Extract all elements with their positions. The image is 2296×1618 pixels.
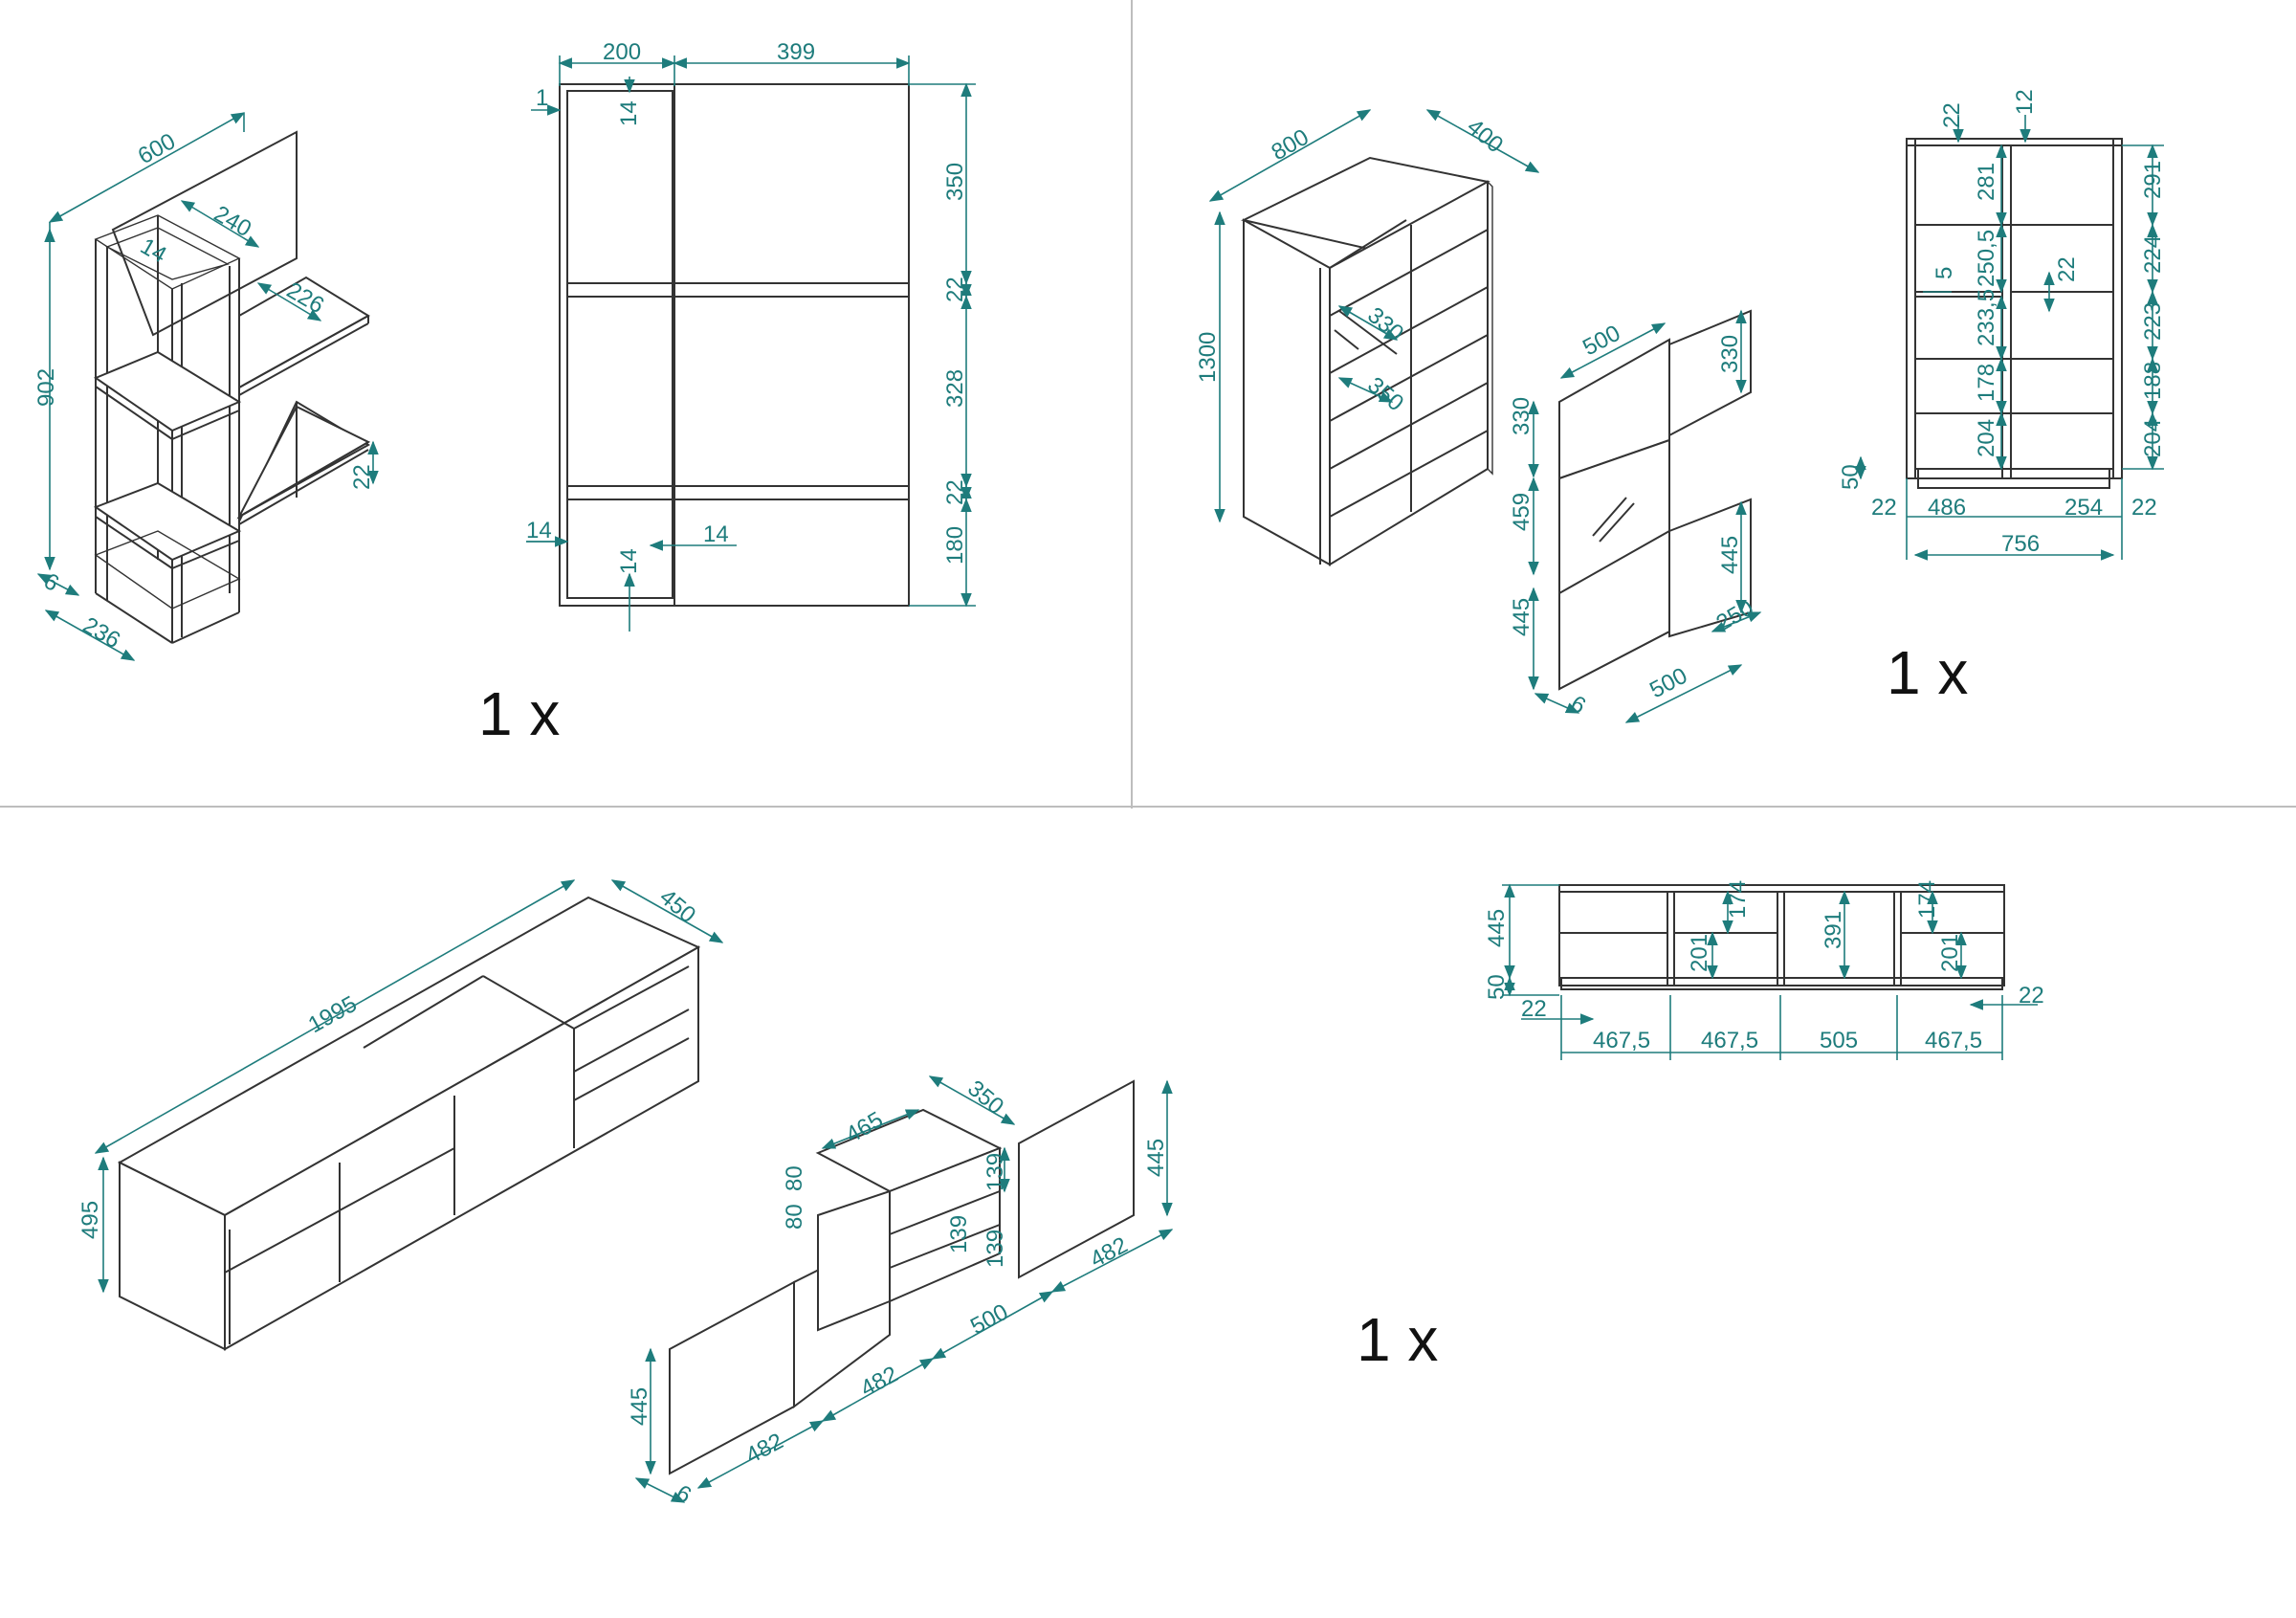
dim-front-h3: 139 bbox=[982, 1230, 1008, 1268]
tv-bench-iso-drawing bbox=[117, 896, 701, 1351]
tv-bench-iso-dimensions: 1995 450 495 bbox=[77, 879, 724, 1294]
dim-bench-side-right: 22 bbox=[2019, 983, 2044, 1008]
dim-front-h2: 139 bbox=[946, 1215, 972, 1253]
dim-door-width-top: 500 bbox=[1578, 321, 1624, 362]
dim-front-rail-2: 22 bbox=[942, 479, 968, 505]
dim-cab-left-row-3: 233,5 bbox=[1974, 289, 1999, 346]
dim-cab-left-row-2: 250,5 bbox=[1974, 230, 1999, 287]
dim-bench-side-left: 22 bbox=[1521, 996, 1547, 1022]
dim-front-edge: 1 bbox=[536, 85, 548, 111]
dim-bench-comp-4: 174 bbox=[1914, 880, 1940, 919]
dim-bench-bay-1: 467,5 bbox=[1593, 1028, 1650, 1053]
dim-front-top-frame: 14 bbox=[616, 100, 642, 126]
dim-cab-side-right: 22 bbox=[2131, 495, 2157, 521]
dim-drawer-h1: 80 bbox=[782, 1165, 807, 1191]
dim-cab-left-row-4: 178 bbox=[1974, 364, 1999, 402]
dim-front-rail-1: 22 bbox=[942, 277, 968, 302]
dim-front-post-right: 14 bbox=[703, 521, 729, 547]
dim-bench-comp-2: 201 bbox=[1687, 934, 1712, 972]
dim-shelf-thickness: 22 bbox=[349, 464, 375, 490]
dim-bench-height: 495 bbox=[77, 1201, 103, 1239]
dim-cab-right-row-1: 291 bbox=[2140, 161, 2166, 199]
dim-bench-comp-5: 201 bbox=[1937, 934, 1963, 972]
dim-door-top-height-open: 330 bbox=[1717, 335, 1743, 373]
dim-cab-right-row-2: 224 bbox=[2140, 235, 2166, 274]
dim-front-col-right: 399 bbox=[777, 39, 815, 65]
dim-door-low-height: 445 bbox=[1509, 598, 1534, 636]
dim-door-height-left: 445 bbox=[627, 1387, 652, 1426]
dim-shelf-foot: 6 bbox=[39, 568, 63, 597]
shelf-unit-front-dimensions: 200 399 1 14 350 22 328 22 180 14 14 14 bbox=[526, 39, 976, 632]
dim-bench-bay-2: 467,5 bbox=[1701, 1028, 1758, 1053]
dim-bench-bay-3: 505 bbox=[1820, 1028, 1858, 1053]
dim-cab-side-left: 22 bbox=[1871, 495, 1897, 521]
dim-cab-bay-right: 254 bbox=[2064, 495, 2103, 521]
dim-bench-comp-1: 174 bbox=[1725, 880, 1751, 919]
dim-front-post-left: 14 bbox=[526, 518, 552, 543]
dim-shelf-base-depth: 236 bbox=[78, 612, 124, 654]
dim-bench-depth: 450 bbox=[654, 884, 700, 928]
dim-shelf-width: 600 bbox=[134, 128, 180, 169]
dim-front-row-top: 350 bbox=[942, 163, 968, 201]
quantity-label-shelf: 1 x bbox=[478, 679, 560, 748]
dim-cab-front-top-right: 12 bbox=[2012, 89, 2038, 115]
quantity-label-tv-bench: 1 x bbox=[1357, 1305, 1438, 1374]
dim-door-foot: 6 bbox=[1566, 691, 1590, 720]
cabinet-iso-drawing bbox=[1241, 156, 1493, 566]
dim-cab-right-row-4: 188 bbox=[2140, 362, 2166, 400]
dim-door-width-bottom: 500 bbox=[1645, 663, 1691, 704]
dim-bench-front-height: 445 bbox=[1484, 909, 1510, 947]
dim-drawer-depth: 350 bbox=[962, 1075, 1008, 1119]
dim-front-row-mid: 328 bbox=[942, 369, 968, 408]
dim-door-top-height: 330 bbox=[1509, 397, 1534, 435]
dim-bench-comp-3: 391 bbox=[1821, 911, 1846, 949]
cabinet-front-dimensions: 22 12 281 250,5 233,5 178 204 291 224 22… bbox=[1838, 89, 2166, 561]
dim-front-row-bottom: 180 bbox=[942, 526, 968, 565]
dim-door-height-right: 445 bbox=[1143, 1139, 1169, 1177]
cabinet-front-drawing bbox=[1906, 138, 2123, 489]
dim-cab-bay-left: 486 bbox=[1928, 495, 1966, 521]
dim-front-bottom-frame: 14 bbox=[616, 548, 642, 574]
dim-cabinet-height: 1300 bbox=[1195, 332, 1221, 383]
dim-cab-mid-post: 22 bbox=[2054, 256, 2080, 282]
dim-cab-total: 756 bbox=[2001, 531, 2040, 557]
dim-cab-right-row-5: 204 bbox=[2140, 419, 2166, 457]
dim-door-mid-height: 459 bbox=[1509, 493, 1534, 531]
dim-door-w3: 500 bbox=[966, 1299, 1012, 1341]
dim-cab-left-row-5: 204 bbox=[1974, 419, 1999, 457]
tv-bench-front-dimensions: 445 50 22 22 174 201 391 174 201 467,5 4… bbox=[1484, 880, 2044, 1060]
dim-cab-glass-gap: 5 bbox=[1932, 267, 1957, 279]
dim-cab-front-top-left: 22 bbox=[1939, 102, 1965, 128]
quantity-label-cabinet: 1 x bbox=[1887, 638, 1968, 707]
cabinet-doors-drawing bbox=[1558, 309, 1752, 691]
dim-front-h1: 139 bbox=[982, 1153, 1008, 1191]
dim-bench-front-plinth: 50 bbox=[1484, 974, 1510, 1000]
dim-bench-bay-4: 467,5 bbox=[1925, 1028, 1982, 1053]
dim-door-low-height-open: 445 bbox=[1717, 536, 1743, 574]
dim-cab-right-row-3: 223 bbox=[2140, 302, 2166, 341]
dim-cab-plinth: 50 bbox=[1838, 464, 1864, 490]
dim-cab-left-row-1: 281 bbox=[1974, 163, 1999, 201]
dim-bench-door-foot: 6 bbox=[672, 1480, 695, 1509]
dim-drawer-h2: 80 bbox=[782, 1204, 807, 1230]
dim-door-w2: 482 bbox=[856, 1362, 902, 1403]
dim-door-w1: 482 bbox=[741, 1429, 787, 1470]
dim-front-col-left: 200 bbox=[603, 39, 641, 65]
dim-shelf-height: 902 bbox=[33, 368, 59, 407]
dim-cabinet-width: 800 bbox=[1268, 124, 1314, 166]
shelf-unit-front-drawing bbox=[559, 83, 910, 607]
tv-bench-doors-drawing bbox=[669, 1079, 1135, 1475]
